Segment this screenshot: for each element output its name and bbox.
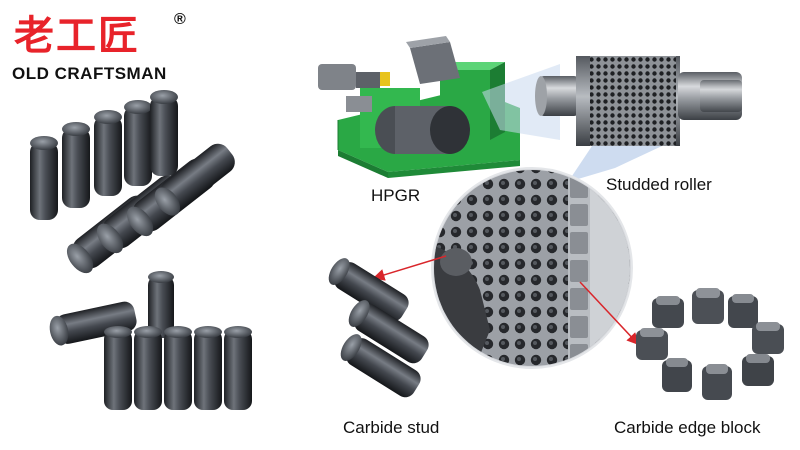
edge-block-7 <box>636 328 668 360</box>
standing-stud-5 <box>150 90 178 176</box>
standing-stud-2 <box>62 122 90 208</box>
studded-roller <box>535 56 742 146</box>
edge-block-4 <box>742 354 774 386</box>
bottom-stud-tilted <box>148 271 174 338</box>
bottom-stud-3 <box>164 326 192 410</box>
stud-sample-3 <box>340 334 421 398</box>
brand-logo: 老工匠 ® OLD CRAFTSMAN <box>12 10 202 90</box>
callout-connector <box>568 146 662 182</box>
stud-sample-1 <box>328 258 409 322</box>
edge-block-1 <box>692 288 724 324</box>
label-studded-roller: Studded roller <box>606 175 712 194</box>
carbide-studs-bottom-group <box>49 271 252 410</box>
bottom-stud-2 <box>134 326 162 410</box>
standing-stud-1 <box>30 136 58 220</box>
brand-name-en: OLD CRAFTSMAN <box>12 64 167 83</box>
edge-block-2 <box>728 294 758 328</box>
edge-block-6 <box>662 358 692 392</box>
stud-pointer-arrow <box>372 255 447 281</box>
carbide-stud-samples <box>328 258 429 398</box>
roller-closeup-circle <box>431 167 633 369</box>
carbide-studs-standing-group <box>30 90 178 220</box>
edge-block-5 <box>702 364 732 400</box>
standing-stud-4 <box>124 100 152 186</box>
stud-sample-2 <box>348 300 429 364</box>
label-carbide-edge-block: Carbide edge block <box>614 418 761 437</box>
bottom-stud-1 <box>104 326 132 410</box>
carbide-studs-lying-group <box>66 143 235 274</box>
label-hpgr: HPGR <box>371 186 421 205</box>
edge-block-8 <box>652 296 684 328</box>
registered-mark: ® <box>174 11 186 28</box>
brand-name-cn: 老工匠 <box>14 13 140 59</box>
label-carbide-stud: Carbide stud <box>343 418 440 437</box>
edge-block-3 <box>752 322 784 354</box>
bottom-stud-5 <box>224 326 252 410</box>
edge-block-pointer-arrow <box>579 281 640 346</box>
lying-stud-4 <box>154 143 235 216</box>
bottom-stud-4 <box>194 326 222 410</box>
carbide-edge-blocks-ring <box>636 288 784 400</box>
standing-stud-3 <box>94 110 122 196</box>
